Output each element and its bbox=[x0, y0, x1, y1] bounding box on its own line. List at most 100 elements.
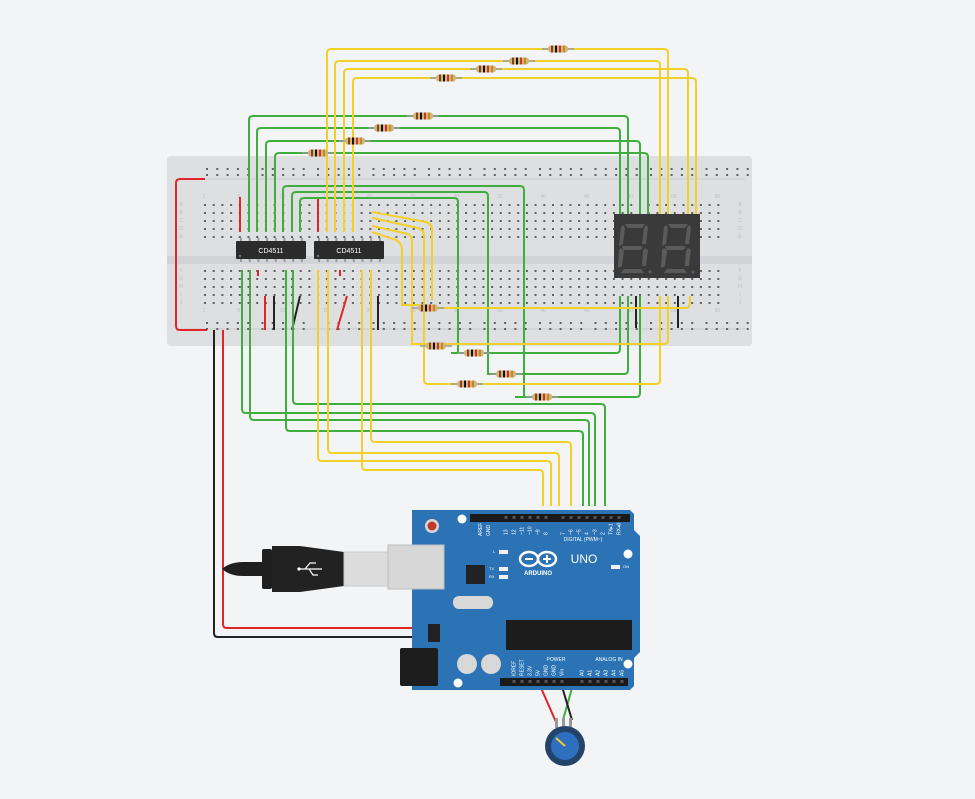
breadboard-hole[interactable] bbox=[226, 174, 229, 176]
resistor[interactable] bbox=[451, 380, 483, 388]
breadboard-hole[interactable] bbox=[604, 228, 607, 230]
breadboard-hole[interactable] bbox=[404, 270, 407, 272]
breadboard-hole[interactable] bbox=[508, 302, 511, 304]
resistor[interactable] bbox=[490, 370, 522, 378]
breadboard-hole[interactable] bbox=[369, 220, 372, 222]
breadboard-hole[interactable] bbox=[204, 204, 206, 206]
breadboard-hole[interactable] bbox=[256, 302, 259, 304]
breadboard-hole[interactable] bbox=[580, 322, 583, 324]
breadboard-hole[interactable] bbox=[282, 322, 285, 324]
breadboard-hole[interactable] bbox=[378, 204, 380, 206]
breadboard-hole[interactable] bbox=[421, 278, 424, 280]
breadboard-hole[interactable] bbox=[204, 270, 206, 272]
breadboard-hole[interactable] bbox=[465, 212, 467, 214]
breadboard-hole[interactable] bbox=[621, 294, 624, 296]
breadboard-hole[interactable] bbox=[715, 322, 718, 324]
breadboard-hole[interactable] bbox=[343, 270, 346, 272]
breadboard-hole[interactable] bbox=[517, 204, 520, 206]
breadboard-hole[interactable] bbox=[625, 168, 628, 170]
breadboard-hole[interactable] bbox=[327, 168, 330, 170]
breadboard-hole[interactable] bbox=[465, 204, 467, 206]
breadboard-hole[interactable] bbox=[334, 294, 337, 296]
breadboard-hole[interactable] bbox=[543, 236, 546, 238]
breadboard-hole[interactable] bbox=[247, 328, 250, 330]
breadboard-hole[interactable] bbox=[680, 322, 683, 324]
breadboard-hole[interactable] bbox=[308, 236, 311, 238]
resistor[interactable] bbox=[430, 74, 462, 82]
breadboard-hole[interactable] bbox=[552, 220, 554, 222]
breadboard-hole[interactable] bbox=[552, 278, 554, 280]
breadboard-hole[interactable] bbox=[282, 286, 285, 288]
breadboard-hole[interactable] bbox=[569, 174, 572, 176]
wire-green-i[interactable] bbox=[285, 270, 584, 506]
breadboard-hole[interactable] bbox=[569, 302, 572, 304]
breadboard-hole[interactable] bbox=[560, 286, 563, 288]
breadboard-hole[interactable] bbox=[299, 278, 302, 280]
breadboard-hole[interactable] bbox=[517, 270, 520, 272]
breadboard-hole[interactable] bbox=[421, 212, 424, 214]
breadboard-hole[interactable] bbox=[673, 204, 676, 206]
breadboard-hole[interactable] bbox=[615, 168, 618, 170]
breadboard-hole[interactable] bbox=[514, 328, 517, 330]
breadboard-hole[interactable] bbox=[612, 294, 615, 296]
breadboard-hole[interactable] bbox=[595, 294, 598, 296]
power-header-socket[interactable] bbox=[528, 680, 532, 683]
breadboard-hole[interactable] bbox=[647, 286, 650, 288]
breadboard-hole[interactable] bbox=[656, 204, 659, 206]
breadboard-hole[interactable] bbox=[650, 322, 652, 324]
breadboard-hole[interactable] bbox=[586, 294, 589, 296]
resistor[interactable] bbox=[526, 393, 558, 401]
breadboard-hole[interactable] bbox=[308, 212, 311, 214]
breadboard-hole[interactable] bbox=[465, 302, 467, 304]
breadboard-hole[interactable] bbox=[682, 286, 685, 288]
breadboard-hole[interactable] bbox=[403, 328, 406, 330]
breadboard-hole[interactable] bbox=[413, 174, 416, 176]
breadboard-hole[interactable] bbox=[302, 322, 305, 324]
breadboard-hole[interactable] bbox=[404, 278, 407, 280]
breadboard-hole[interactable] bbox=[216, 174, 219, 176]
breadboard-hole[interactable] bbox=[543, 228, 546, 230]
breadboard-hole[interactable] bbox=[412, 294, 415, 296]
breadboard-hole[interactable] bbox=[491, 294, 494, 296]
breadboard-hole[interactable] bbox=[708, 270, 711, 272]
breadboard-hole[interactable] bbox=[204, 236, 206, 238]
power-header-socket[interactable] bbox=[560, 680, 564, 683]
breadboard-hole[interactable] bbox=[483, 328, 486, 330]
breadboard-hole[interactable] bbox=[412, 302, 415, 304]
breadboard-hole[interactable] bbox=[273, 236, 276, 238]
breadboard-hole[interactable] bbox=[404, 302, 407, 304]
breadboard-hole[interactable] bbox=[458, 168, 461, 170]
breadboard-hole[interactable] bbox=[534, 270, 537, 272]
breadboard-hole[interactable] bbox=[569, 220, 572, 222]
wire-green-b[interactable] bbox=[256, 127, 621, 278]
breadboard-hole[interactable] bbox=[299, 270, 302, 272]
breadboard-hole[interactable] bbox=[660, 322, 663, 324]
breadboard-hole[interactable] bbox=[552, 294, 554, 296]
breadboard-hole[interactable] bbox=[395, 228, 398, 230]
breadboard-hole[interactable] bbox=[534, 204, 537, 206]
breadboard-hole[interactable] bbox=[534, 228, 537, 230]
breadboard-hole[interactable] bbox=[534, 286, 537, 288]
resistor[interactable] bbox=[458, 349, 490, 357]
breadboard-hole[interactable] bbox=[261, 322, 264, 324]
digital-header-socket[interactable] bbox=[544, 516, 548, 519]
breadboard-hole[interactable] bbox=[560, 228, 563, 230]
breadboard-hole[interactable] bbox=[736, 168, 739, 170]
breadboard-hole[interactable] bbox=[499, 220, 502, 222]
breadboard-hole[interactable] bbox=[438, 278, 441, 280]
breadboard-hole[interactable] bbox=[404, 220, 407, 222]
breadboard-hole[interactable] bbox=[665, 286, 668, 288]
breadboard-hole[interactable] bbox=[665, 278, 668, 280]
breadboard-hole[interactable] bbox=[612, 302, 615, 304]
breadboard-hole[interactable] bbox=[273, 294, 276, 296]
breadboard-hole[interactable] bbox=[282, 328, 285, 330]
breadboard-hole[interactable] bbox=[395, 286, 398, 288]
breadboard-hole[interactable] bbox=[699, 270, 702, 272]
breadboard-hole[interactable] bbox=[569, 228, 572, 230]
breadboard-hole[interactable] bbox=[569, 328, 572, 330]
breadboard-hole[interactable] bbox=[539, 328, 541, 330]
breadboard-hole[interactable] bbox=[358, 322, 361, 324]
breadboard-hole[interactable] bbox=[543, 286, 546, 288]
wire-yellow-h[interactable] bbox=[371, 231, 420, 306]
breadboard-hole[interactable] bbox=[347, 168, 350, 170]
